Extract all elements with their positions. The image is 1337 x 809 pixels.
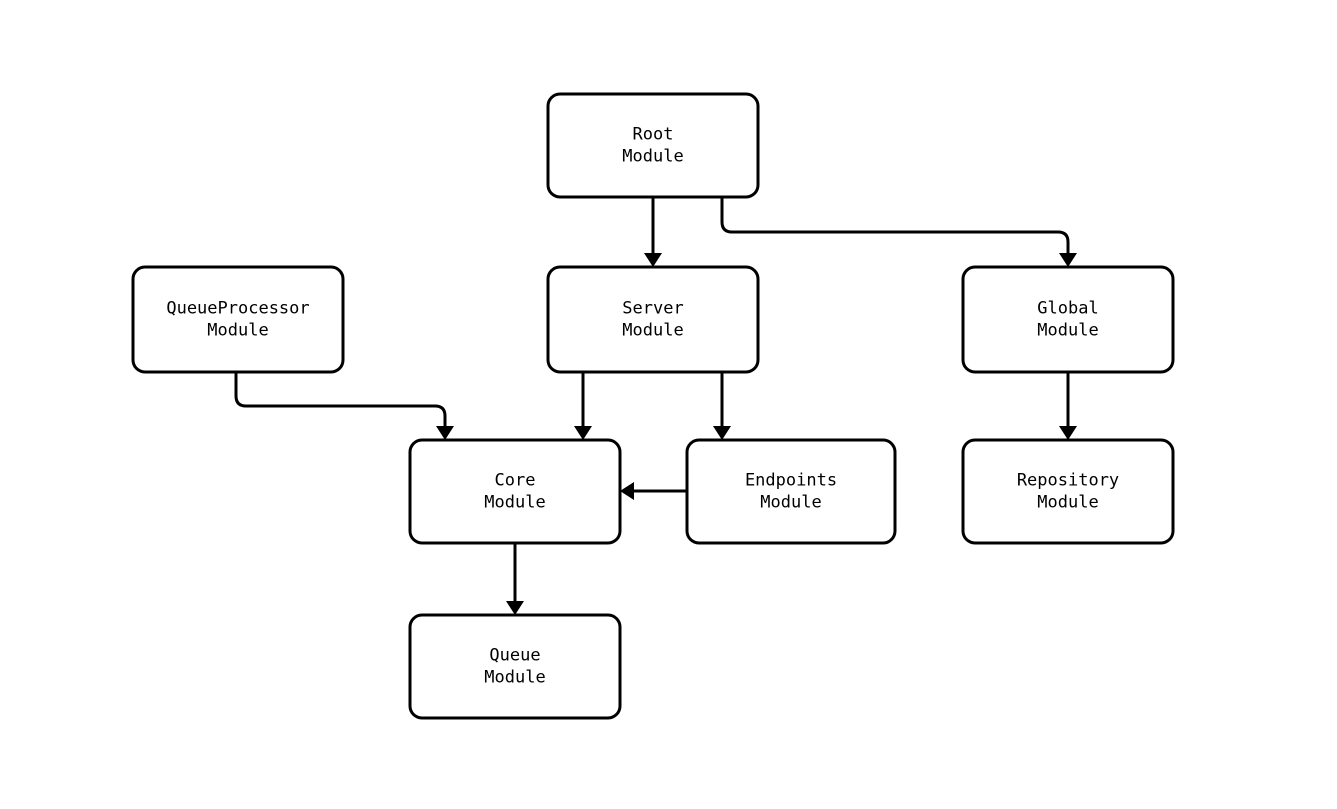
edges-layer [234,197,1077,615]
edge-root-to-global [720,197,1077,267]
edge-queueprocessor-to-core-arrowhead-icon [436,426,454,440]
endpoints-module-box[interactable] [685,438,897,545]
edge-endpoints-to-core-arrowhead-icon [620,482,634,500]
global-module-box[interactable] [961,265,1175,374]
repository-module-box[interactable] [961,438,1175,545]
edge-root-to-global-arrowhead-icon [1059,253,1077,267]
edge-root-to-server-arrowhead-icon [644,253,662,267]
edge-root-to-global-line [720,197,1070,255]
edge-queueprocessor-to-core [234,372,454,440]
edge-server-to-core-arrowhead-icon [574,426,592,440]
edge-root-to-server [644,197,662,267]
edge-server-to-core [574,372,592,440]
core-module-box[interactable] [408,438,622,545]
queueprocessor-module-box[interactable] [131,265,345,374]
edge-global-to-repository-arrowhead-icon [1059,426,1077,440]
edge-queueprocessor-to-core-line [234,372,447,428]
edge-global-to-repository [1059,372,1077,440]
edge-core-to-queue [506,543,524,615]
server-module-box[interactable] [546,265,760,374]
edge-server-to-endpoints-arrowhead-icon [713,426,731,440]
edge-endpoints-to-core [620,482,687,500]
queue-module-box[interactable] [408,613,622,720]
edge-server-to-endpoints [713,372,731,440]
root-module-box[interactable] [546,92,760,199]
edge-core-to-queue-arrowhead-icon [506,601,524,615]
